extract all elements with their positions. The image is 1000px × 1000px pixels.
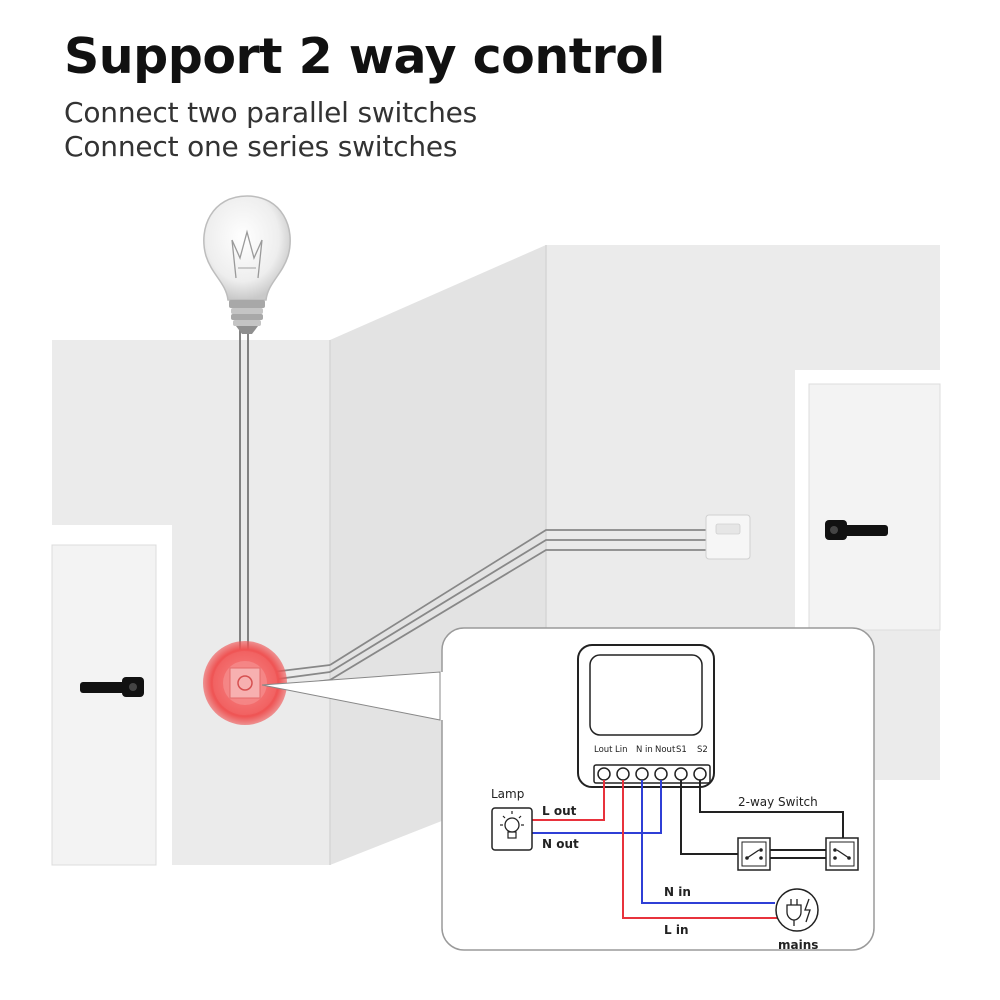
wiring-diagram xyxy=(532,780,844,919)
light-bulb-icon xyxy=(203,195,291,334)
wall-switch-icon xyxy=(705,514,751,560)
subtitle-line-2: Connect one series switches xyxy=(64,130,458,163)
n-out-label: N out xyxy=(542,837,579,851)
wall-wiring xyxy=(239,330,712,691)
l-out-wire xyxy=(532,780,605,821)
l-out-label: L out xyxy=(542,804,577,818)
mains-label: mains xyxy=(778,938,818,952)
n-in-label: N in xyxy=(664,885,691,899)
n-out-wire xyxy=(532,780,662,834)
door-handle-icon xyxy=(80,677,144,697)
lamp-label: Lamp xyxy=(491,787,524,801)
smart-module-highlight xyxy=(203,641,287,725)
n-in-wire xyxy=(641,780,775,904)
s1-wire xyxy=(680,780,738,855)
subtitle-line-1: Connect two parallel switches xyxy=(64,96,478,129)
terminal-label-s2: S2 xyxy=(697,745,708,755)
callout-pointer xyxy=(261,671,441,721)
door-handle-icon xyxy=(825,520,888,540)
right-door xyxy=(795,370,941,631)
terminal-label-nin: N in xyxy=(636,745,653,755)
mains-plug-icon xyxy=(775,888,819,932)
l-in-label: L in xyxy=(664,923,688,937)
terminal-label-nout: Nout xyxy=(655,745,676,755)
lamp-icon xyxy=(491,807,533,851)
two-way-switch-label: 2-way Switch xyxy=(738,795,818,809)
smart-switch-module: Lout Lin N in Nout S1 S2 xyxy=(577,644,715,788)
terminal-label-lout: Lout xyxy=(594,745,613,755)
terminal-label-lin: Lin xyxy=(615,745,627,755)
two-way-switch-icon xyxy=(737,837,771,871)
left-door xyxy=(51,525,172,866)
page-title: Support 2 way control xyxy=(64,28,665,85)
l-in-wire xyxy=(622,780,795,919)
s2-wire xyxy=(699,780,844,838)
terminal-label-s1: S1 xyxy=(676,745,687,755)
two-way-switch-icon xyxy=(825,837,859,871)
